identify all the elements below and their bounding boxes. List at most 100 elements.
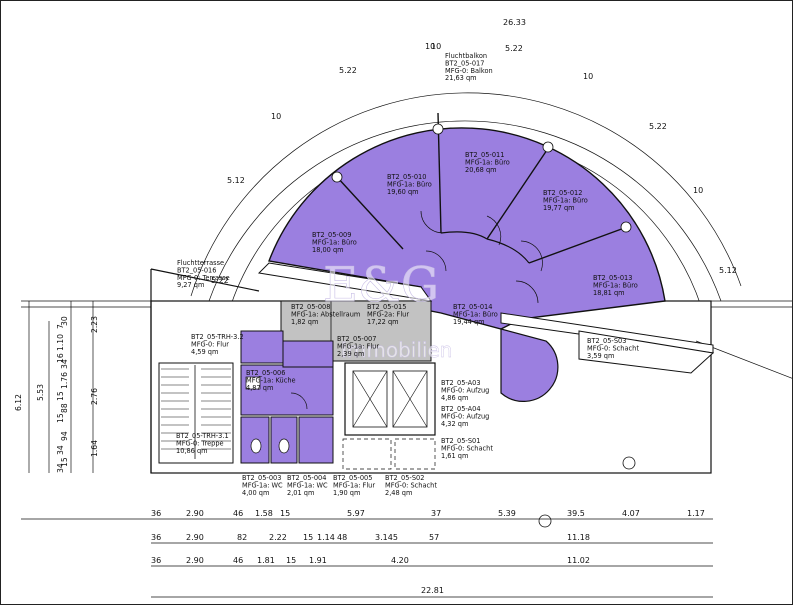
room-use: MFG-1a: Büro	[453, 310, 498, 318]
room-id: BT2_05-012	[543, 189, 582, 197]
dim-bottom-row1: 15	[280, 509, 290, 518]
room-id: BT2_05-S02	[385, 474, 424, 482]
room-id: BT2_05-008	[291, 303, 330, 311]
dim-left-chain: 34	[56, 445, 65, 455]
dim-left-chain: 30	[60, 316, 69, 326]
dim-left-right: 2.23	[90, 316, 99, 333]
dim-left-chain: 94	[60, 431, 69, 441]
room-id: BT2_05-016	[177, 266, 216, 274]
room-area: 18,00 qm	[312, 246, 344, 254]
dim-left-chain: 15	[60, 457, 69, 467]
dim-bottom-row2: 2.22	[269, 533, 287, 542]
room-use: MFG-0: Treppe	[176, 439, 224, 447]
dim-bottom-row1: 5.97	[347, 509, 365, 518]
room-id: BT2_05-010	[387, 173, 426, 181]
room-area: 9,27 qm	[177, 281, 204, 289]
dim-bottom-row1: 1.17	[687, 509, 705, 518]
dim-bottom-row2: 15	[303, 533, 313, 542]
dim-bottom-row2: 57	[429, 533, 439, 542]
room-heading: Fluchtterrasse	[177, 259, 224, 267]
dim-left-chain: 16	[56, 353, 65, 363]
dim-bottom-row3: 1.91	[309, 556, 327, 565]
dim-bottom-row3: 15	[286, 556, 296, 565]
dim-bottom-row1: 1.58	[255, 509, 273, 518]
dim-bottom-row3: 11.02	[567, 556, 590, 565]
dimension-chains	[28, 301, 713, 598]
room-area: 4,00 qm	[242, 489, 269, 497]
room-area: 4,59 qm	[191, 348, 218, 356]
dim-bottom-row1: 36	[151, 509, 161, 518]
room-area: 17,22 qm	[367, 318, 399, 326]
room-area: 19,44 qm	[453, 318, 485, 326]
dim-bottom-total: 22.81	[421, 586, 444, 595]
dim-arc: 5.22	[505, 44, 523, 53]
dim-left-chain: 15	[56, 391, 65, 401]
dim-left-total: 6.12	[14, 394, 23, 411]
dim-left-chain: 7	[56, 324, 65, 329]
watermark-title: E&G	[323, 257, 439, 313]
room-id: BT2_05-005	[333, 474, 372, 482]
dim-bottom-row2: 82	[237, 533, 247, 542]
watermark-subtitle: Immobilien	[341, 338, 452, 362]
room-area: 3,59 qm	[587, 352, 614, 360]
dim-bottom-row1: 2.90	[186, 509, 204, 518]
room-use: MFG-0: Schacht	[385, 481, 437, 489]
dim-arc: 10	[431, 42, 441, 51]
dim-arc: 5.22	[649, 122, 667, 131]
room-id: BT2_05-TRH-3.2	[191, 333, 244, 341]
dim-bottom-row1: 39.5	[567, 509, 585, 518]
room-area: 20,68 qm	[465, 166, 497, 174]
room-use: MFG-1a: WC	[287, 481, 328, 489]
dim-left-chain: 34	[56, 463, 65, 473]
room-area: 18,81 qm	[593, 289, 625, 297]
room-id: BT2_05-017	[445, 59, 484, 67]
dim-bottom-row2: 11.18	[567, 533, 590, 542]
room-id: BT2_05-006	[246, 369, 285, 377]
dim-bottom-row3: 4.20	[391, 556, 409, 565]
room-use: MFG-0: Aufzug	[441, 412, 489, 420]
room-use: MFG-0: Schacht	[587, 344, 639, 352]
room-id: BT2_05-S03	[587, 337, 626, 345]
room-id: BT2_05-A03	[441, 379, 481, 387]
room-id: BT2_05-011	[465, 151, 504, 159]
room-use: MFG-1a: Büro	[543, 196, 588, 204]
room-id: BT2_05-009	[312, 231, 351, 239]
room-area: 19,77 qm	[543, 204, 575, 212]
room-area: 4,87 qm	[246, 384, 273, 392]
room-area: 1,61 qm	[441, 452, 468, 460]
room-use: MFG-0: Schacht	[441, 444, 493, 452]
elevator-shafts	[342, 362, 636, 528]
watermark-logo: E&G Immobilien	[323, 257, 453, 363]
dim-bottom-row1: 5.39	[498, 509, 516, 518]
dim-arc: 10	[693, 186, 703, 195]
dim-arc: 5.22	[339, 66, 357, 75]
room-id: BT2_05-007	[337, 335, 376, 343]
room-use: MFG-0: Flur	[191, 340, 229, 348]
dim-bottom-row3: 46	[233, 556, 243, 565]
room-use: MFG-0: Balkon	[445, 67, 493, 75]
dim-arc: 10	[271, 112, 281, 121]
room-id: BT2_05-003	[242, 474, 281, 482]
dim-bottom-row3: 1.81	[257, 556, 275, 565]
room-area: 2,48 qm	[385, 489, 412, 497]
dim-bottom-row2: 2.90	[186, 533, 204, 542]
room-area: 21,63 qm	[445, 74, 477, 82]
dim-left-chain: 15	[56, 413, 65, 423]
